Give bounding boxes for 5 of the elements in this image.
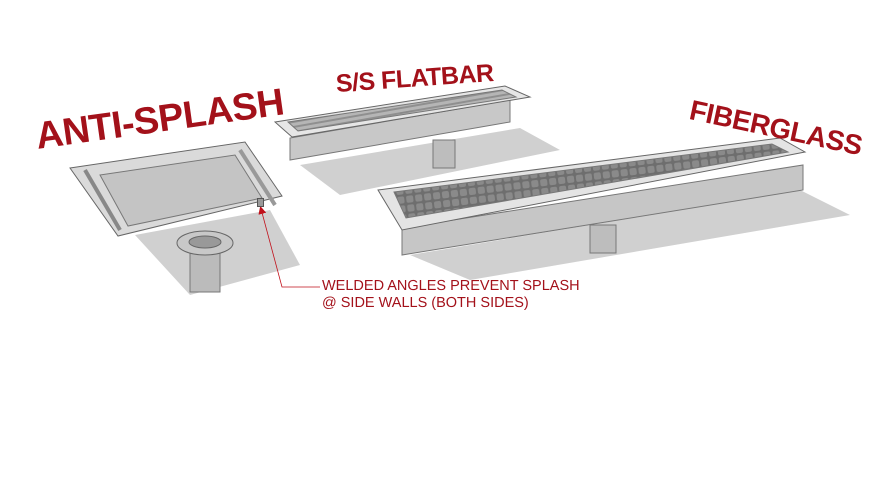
product-title: ANTI-SPLASH [33,83,286,156]
leader-line [258,206,320,288]
welded-angle [257,198,264,207]
callout-note: WELDED ANGLES PREVENT SPLASH @ SIDE WALLS (BOTH SIDES) [322,278,588,312]
product-title: S/S FLATBAR [335,61,494,97]
